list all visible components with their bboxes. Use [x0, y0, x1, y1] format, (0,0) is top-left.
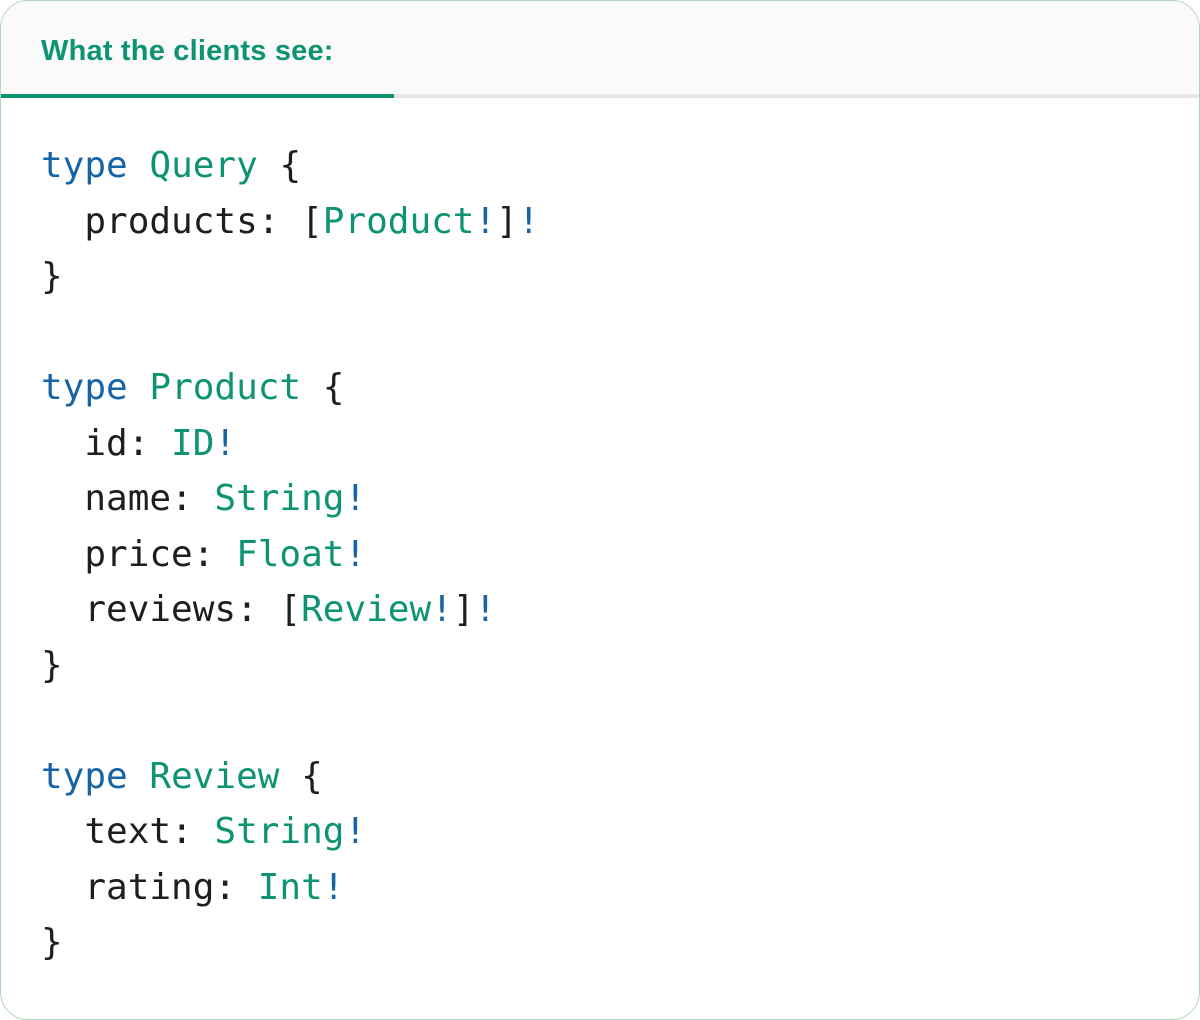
tab-bar-divider — [394, 1, 1199, 98]
code-line: name: String! — [41, 471, 1159, 527]
code-token: ! — [474, 589, 497, 630]
code-line — [41, 693, 1159, 749]
code-token: String — [214, 811, 345, 852]
code-line: } — [41, 915, 1159, 971]
code-token: { — [257, 145, 302, 186]
code-token: Int — [257, 866, 323, 908]
code-token: Review — [149, 755, 280, 797]
code-token: ID — [171, 422, 215, 464]
code-line: reviews: [Review!]! — [41, 582, 1159, 638]
tab-what-clients-see[interactable]: What the clients see: — [1, 1, 394, 98]
code-token: Product — [149, 367, 302, 408]
code-token: id: — [41, 422, 172, 464]
code-line: type Query { — [41, 138, 1159, 194]
code-line: price: Float! — [41, 527, 1159, 583]
code-token: } — [41, 922, 63, 963]
code-line: } — [41, 249, 1159, 305]
code-token: Float — [236, 533, 345, 575]
code-token: type — [41, 145, 128, 186]
tab-label: What the clients see: — [41, 35, 334, 67]
code-token: ! — [322, 866, 345, 908]
code-line: id: ID! — [41, 416, 1159, 472]
code-token: { — [279, 755, 323, 797]
code-line: rating: Int! — [41, 860, 1159, 916]
code-token: { — [301, 367, 345, 408]
code-token: type — [41, 367, 128, 408]
code-line: type Review { — [41, 749, 1159, 805]
code-token: Query — [149, 145, 258, 186]
code-token: ! — [474, 200, 497, 242]
code-token — [128, 145, 150, 186]
code-token: ! — [214, 422, 237, 464]
code-token: ] — [452, 589, 475, 630]
code-token: ] — [496, 200, 518, 242]
tab-bar: What the clients see: — [1, 1, 1199, 98]
code-token: String — [214, 478, 345, 519]
code-token — [128, 756, 150, 797]
code-token: type — [41, 755, 128, 797]
code-token: rating: — [41, 866, 258, 908]
code-token: text: — [41, 811, 215, 852]
code-token: ! — [431, 589, 453, 630]
code-token: price: — [41, 533, 237, 575]
code-token: reviews: [ — [41, 589, 302, 630]
code-token: ! — [517, 200, 540, 242]
code-token: } — [41, 256, 63, 297]
code-line — [41, 305, 1159, 361]
code-line: text: String! — [41, 804, 1159, 860]
code-token: Review — [301, 589, 432, 630]
code-token: ! — [344, 533, 367, 575]
code-line: products: [Product!]! — [41, 194, 1159, 250]
graphql-schema-code: type Query { products: [Product!]!} type… — [1, 98, 1199, 971]
code-token: Product — [322, 200, 475, 242]
code-line: } — [41, 638, 1159, 694]
code-line: type Product { — [41, 360, 1159, 416]
code-token: ! — [344, 478, 367, 519]
code-token: } — [41, 644, 63, 686]
code-token — [128, 367, 150, 408]
code-token: products: [ — [41, 200, 323, 242]
code-token: ! — [344, 811, 367, 852]
code-token: name: — [41, 478, 215, 519]
